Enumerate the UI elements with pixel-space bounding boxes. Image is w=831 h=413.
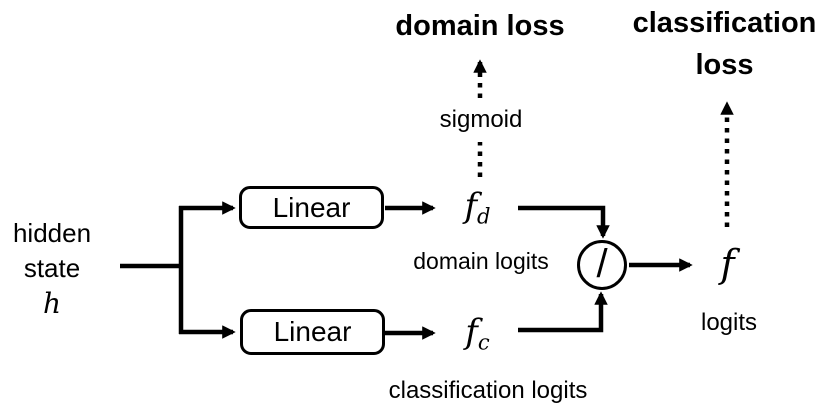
classification-loss-line1: classification (632, 7, 817, 39)
divide-symbol: / (596, 241, 608, 286)
domain-loss-title: domain loss (395, 10, 565, 42)
hidden-state-label: hidden state h (0, 216, 104, 321)
divide-node: / (577, 240, 627, 290)
hidden-state-line2: state (23, 253, 81, 283)
fd-to-divide-arrow (518, 205, 610, 239)
fd-base: f (464, 186, 478, 226)
classification-loss-line2: loss (695, 49, 754, 81)
logits-caption: logits (700, 309, 758, 336)
sigmoid-label: sigmoid (421, 106, 541, 134)
fc-symbol: fc (440, 310, 515, 354)
fc-subscript: c (477, 329, 490, 355)
f-output-symbol: f (720, 242, 735, 286)
classification-logits-caption: classification logits (388, 377, 588, 404)
domain-logits-caption: domain logits (413, 248, 549, 274)
hidden-state-symbol: h (42, 287, 62, 320)
fd-symbol: fd (440, 184, 515, 228)
linear-bottom-label: Linear (273, 316, 352, 347)
fc-base: f (465, 312, 478, 352)
hidden-state-line1: hidden (12, 218, 92, 248)
fc-to-divide-arrow (518, 291, 608, 333)
classification-loss-title: classification loss (618, 2, 831, 86)
fd-subscript: d (477, 203, 491, 229)
linear-box-bottom: Linear (240, 309, 385, 355)
linear-top-label: Linear (272, 191, 351, 223)
linear-box-top: Linear (239, 186, 384, 229)
